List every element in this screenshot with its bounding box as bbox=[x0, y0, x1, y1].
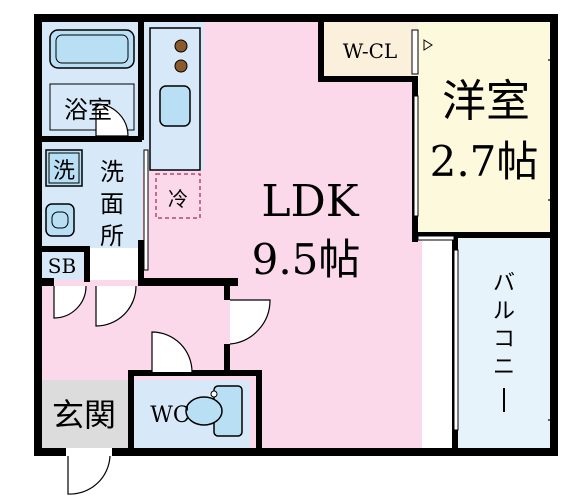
balcony-floor bbox=[456, 237, 552, 452]
washer-box bbox=[45, 149, 83, 187]
wash-basin-bowl bbox=[51, 211, 69, 229]
washroom-sliding-door bbox=[143, 149, 149, 271]
windows bbox=[539, 59, 552, 421]
washer-label: 洗 bbox=[53, 159, 75, 184]
closet-opening-icon bbox=[423, 39, 433, 51]
bathtub bbox=[49, 29, 135, 69]
ldk-door-icon bbox=[229, 299, 271, 345]
toilet-door-icon bbox=[151, 331, 193, 373]
entrance-label: 玄関 bbox=[52, 396, 116, 434]
balcony-label-char: コ bbox=[493, 327, 515, 352]
ldk-western-door bbox=[413, 95, 419, 217]
shoe-box-label: SB bbox=[48, 254, 76, 278]
kitchen-sink bbox=[159, 85, 191, 127]
western-room-label: 洋室 bbox=[442, 76, 530, 127]
closet-label: W-CL bbox=[343, 39, 397, 63]
door-swings bbox=[53, 103, 271, 495]
fridge-label: 冷 bbox=[168, 187, 188, 211]
bathroom-door-icon bbox=[95, 103, 129, 137]
washroom-door-right-icon bbox=[95, 285, 137, 327]
balcony-label-char: バ bbox=[493, 271, 515, 296]
ldk-balcony-door bbox=[453, 249, 459, 431]
balcony-label-char: ル bbox=[493, 299, 515, 324]
toilet-handle-icon bbox=[210, 390, 218, 398]
washroom-label-char: 面 bbox=[100, 190, 124, 218]
shoe-box-floor bbox=[38, 248, 86, 280]
fridge-space bbox=[155, 173, 201, 219]
bathroom-shelf bbox=[49, 83, 135, 131]
entrance-door-icon bbox=[67, 455, 111, 495]
washroom-label-char: 洗 bbox=[100, 158, 124, 186]
western-room-floor bbox=[418, 22, 552, 237]
closet-floor bbox=[322, 22, 418, 77]
wash-basin bbox=[45, 203, 75, 237]
toilet-label: WC bbox=[150, 403, 189, 428]
toilet-bowl bbox=[185, 396, 223, 426]
stove-burner-icon bbox=[174, 59, 188, 73]
bathroom-label: 浴室 bbox=[64, 96, 112, 124]
washroom-door-left-icon bbox=[53, 285, 87, 319]
washer-inner bbox=[48, 152, 80, 184]
ldk-label: LDK bbox=[261, 176, 359, 227]
closet-door bbox=[411, 29, 419, 75]
western-room-size: 2.7帖 bbox=[430, 137, 539, 186]
entrance-floor bbox=[38, 380, 128, 448]
balcony-label-char: ニ bbox=[493, 355, 515, 380]
stove-burner-icon bbox=[174, 39, 188, 53]
bathtub-inner bbox=[55, 34, 129, 64]
ldk-size: 9.5帖 bbox=[252, 235, 361, 284]
washroom-label-char: 所 bbox=[100, 222, 124, 250]
western-room-balcony-door bbox=[417, 235, 455, 241]
